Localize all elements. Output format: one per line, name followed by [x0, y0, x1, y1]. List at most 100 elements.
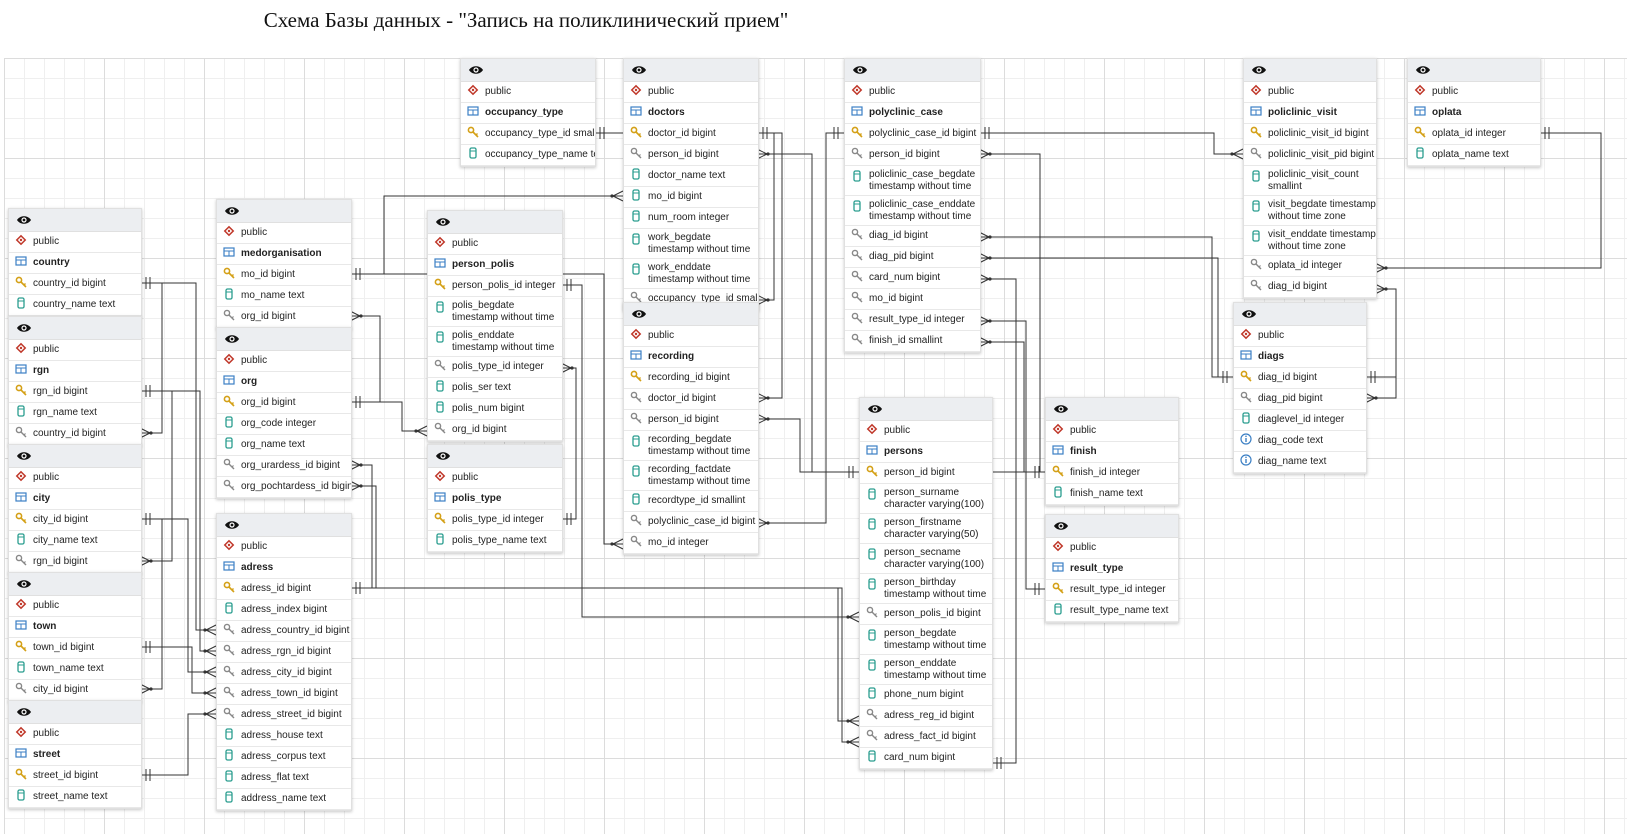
column-row[interactable]: policlinic_case_enddate timestamp withou…: [845, 196, 980, 226]
column-row[interactable]: person_begdate timestamp without time zo…: [860, 625, 992, 655]
column-row[interactable]: diaglevel_id integer: [1234, 410, 1366, 431]
column-row[interactable]: mo_id bigint: [217, 265, 351, 286]
column-row[interactable]: city_id bigint: [9, 510, 141, 531]
schema-row[interactable]: public: [624, 82, 758, 103]
schema-row[interactable]: public: [624, 326, 758, 347]
column-row[interactable]: person_id bigint: [845, 145, 980, 166]
column-row[interactable]: num_room integer: [624, 208, 758, 229]
column-row[interactable]: country_id bigint: [9, 274, 141, 295]
column-row[interactable]: doctor_name text: [624, 166, 758, 187]
table-name-row[interactable]: doctors: [624, 103, 758, 124]
eye-icon[interactable]: [1053, 519, 1068, 533]
column-row[interactable]: person_polis_id integer: [428, 276, 562, 297]
column-row[interactable]: street_id bigint: [9, 766, 141, 787]
column-row[interactable]: result_type_id integer: [845, 310, 980, 331]
column-row[interactable]: org_code integer: [217, 414, 351, 435]
schema-row[interactable]: public: [428, 468, 562, 489]
table-name-row[interactable]: occupancy_type: [461, 103, 595, 124]
column-row[interactable]: country_name text: [9, 295, 141, 316]
column-row[interactable]: diag_id bigint: [1234, 368, 1366, 389]
schema-row[interactable]: public: [9, 340, 141, 361]
schema-row[interactable]: public: [1234, 326, 1366, 347]
column-row[interactable]: person_surname character varying(100): [860, 484, 992, 514]
column-row[interactable]: polis_type_id integer: [428, 357, 562, 378]
column-row[interactable]: finish_name text: [1046, 484, 1178, 505]
column-row[interactable]: doctor_id bigint: [624, 124, 758, 145]
column-row[interactable]: adress_street_id bigint: [217, 705, 351, 726]
column-row[interactable]: polis_num bigint: [428, 399, 562, 420]
column-row[interactable]: adress_corpus text: [217, 747, 351, 768]
column-row[interactable]: mo_id bigint: [624, 187, 758, 208]
column-row[interactable]: org_pochtardess_id bigint: [217, 477, 351, 498]
column-row[interactable]: diag_pid bigint: [845, 247, 980, 268]
column-row[interactable]: town_name text: [9, 659, 141, 680]
column-row[interactable]: visit_begdate timestamp without time zon…: [1244, 196, 1376, 226]
column-row[interactable]: mo_id integer: [624, 533, 758, 554]
column-row[interactable]: recording_id bigint: [624, 368, 758, 389]
column-row[interactable]: doctor_id bigint: [624, 389, 758, 410]
column-row[interactable]: address_name text: [217, 789, 351, 810]
eye-icon[interactable]: [435, 215, 450, 229]
table-name-row[interactable]: policlinic_visit: [1244, 103, 1376, 124]
column-row[interactable]: visit_enddate timestamp without time zon…: [1244, 226, 1376, 256]
column-row[interactable]: phone_num bigint: [860, 685, 992, 706]
column-row[interactable]: policlinic_case_begdate timestamp withou…: [845, 166, 980, 196]
eye-icon[interactable]: [468, 63, 483, 77]
column-row[interactable]: country_id bigint: [9, 424, 141, 445]
schema-row[interactable]: public: [9, 468, 141, 489]
column-row[interactable]: org_id bigint: [428, 420, 562, 441]
schema-row[interactable]: public: [217, 223, 351, 244]
column-row[interactable]: work_enddate timestamp without time zone: [624, 259, 758, 289]
eye-icon[interactable]: [16, 213, 31, 227]
eye-icon[interactable]: [16, 449, 31, 463]
column-row[interactable]: adress_rgn_id bigint: [217, 642, 351, 663]
schema-row[interactable]: public: [1046, 538, 1178, 559]
column-row[interactable]: adress_flat text: [217, 768, 351, 789]
column-row[interactable]: polis_begdate timestamp without time zon…: [428, 297, 562, 327]
column-row[interactable]: person_id bigint: [860, 463, 992, 484]
schema-row[interactable]: public: [1046, 421, 1178, 442]
column-row[interactable]: adress_fact_id bigint: [860, 727, 992, 748]
table-name-row[interactable]: street: [9, 745, 141, 766]
column-row[interactable]: result_type_name text: [1046, 601, 1178, 622]
table-name-row[interactable]: result_type: [1046, 559, 1178, 580]
column-row[interactable]: polyclinic_case_id bigint: [845, 124, 980, 145]
schema-row[interactable]: public: [428, 234, 562, 255]
column-row[interactable]: org_urardess_id bigint: [217, 456, 351, 477]
column-row[interactable]: policlinic_visit_id bigint: [1244, 124, 1376, 145]
column-row[interactable]: recording_factdate timestamp without tim…: [624, 461, 758, 491]
eye-icon[interactable]: [631, 63, 646, 77]
eye-icon[interactable]: [16, 321, 31, 335]
column-row[interactable]: org_id bigint: [217, 393, 351, 414]
column-row[interactable]: town_id bigint: [9, 638, 141, 659]
column-row[interactable]: adress_reg_id bigint: [860, 706, 992, 727]
schema-row[interactable]: public: [461, 82, 595, 103]
table-name-row[interactable]: oplata: [1408, 103, 1540, 124]
table-name-row[interactable]: adress: [217, 558, 351, 579]
column-row[interactable]: oplata_id integer: [1408, 124, 1540, 145]
eye-icon[interactable]: [16, 705, 31, 719]
column-row[interactable]: recording_begdate timestamp without time…: [624, 431, 758, 461]
table-name-row[interactable]: diags: [1234, 347, 1366, 368]
column-row[interactable]: polis_ser text: [428, 378, 562, 399]
eye-icon[interactable]: [867, 402, 882, 416]
column-row[interactable]: polis_type_id integer: [428, 510, 562, 531]
column-row[interactable]: mo_id bigint: [845, 289, 980, 310]
column-row[interactable]: diag_pid bigint: [1234, 389, 1366, 410]
schema-row[interactable]: public: [1244, 82, 1376, 103]
table-name-row[interactable]: person_polis: [428, 255, 562, 276]
column-row[interactable]: finish_id integer: [1046, 463, 1178, 484]
table-name-row[interactable]: polyclinic_case: [845, 103, 980, 124]
